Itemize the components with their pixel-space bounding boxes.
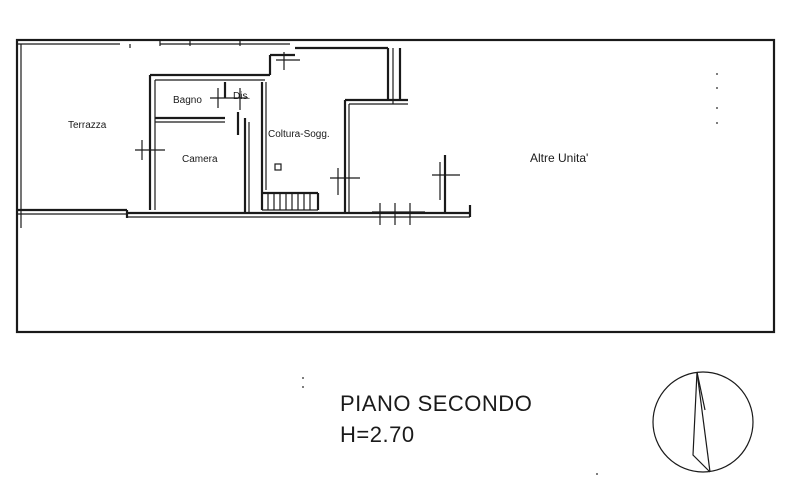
floor-height: H=2.70 <box>340 422 415 447</box>
openings <box>129 40 460 225</box>
room-label-camera: Camera <box>182 154 218 165</box>
room-label-coltura: Coltura-Sogg. <box>268 129 330 140</box>
north-arrow-icon <box>652 371 754 473</box>
room-label-bagno: Bagno <box>173 95 202 106</box>
specks <box>302 73 718 475</box>
outer-boundary <box>15 38 776 334</box>
room-label-terrazza: Terrazza <box>68 120 107 131</box>
staircase <box>262 191 320 211</box>
room-label-dis: Dis. <box>233 91 250 102</box>
floor-title: PIANO SECONDO <box>340 391 532 416</box>
apartment-walls <box>17 46 472 218</box>
square-symbol <box>274 163 282 171</box>
room-label-altre-unita: Altre Unita' <box>530 151 588 165</box>
